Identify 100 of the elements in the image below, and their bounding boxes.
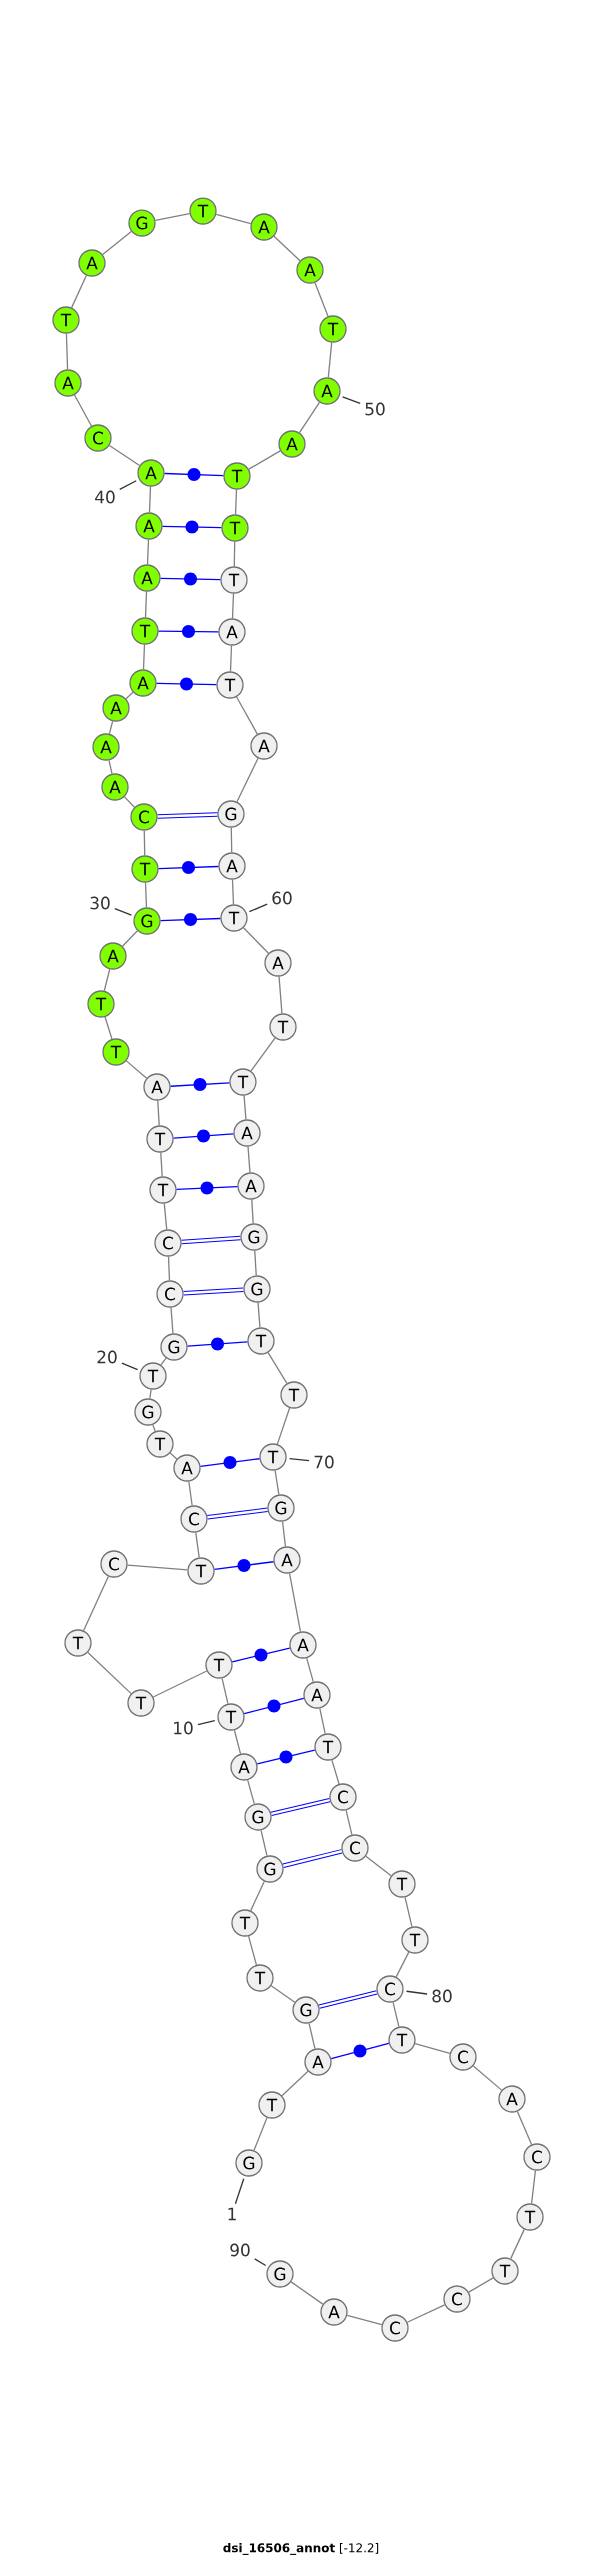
base-pair-line	[282, 1849, 343, 1868]
backbone-line	[260, 1829, 268, 1857]
backbone-line	[392, 2001, 400, 2028]
backbone-line	[83, 1575, 109, 1632]
backbone-line	[276, 1407, 291, 1445]
backbone-line	[231, 879, 235, 906]
leader-line	[197, 1720, 216, 1726]
backbone-line	[108, 720, 114, 735]
leader-line	[288, 1458, 310, 1462]
position-number: 10	[174, 1721, 193, 1735]
backbone-line	[103, 968, 111, 992]
backbone-line	[154, 213, 191, 222]
backbone-line	[73, 394, 93, 427]
base-pair-line	[164, 468, 224, 481]
backbone-line	[123, 796, 136, 808]
backbone-line	[257, 1301, 261, 1329]
backbone-line	[242, 927, 270, 954]
position-number: 40	[95, 490, 115, 504]
backbone-line	[331, 1759, 340, 1785]
backbone-line	[406, 2304, 446, 2323]
backbone-line	[288, 1572, 302, 1633]
position-number: 70	[314, 1455, 334, 1469]
backbone-line	[530, 2169, 537, 2205]
backbone-line	[250, 1880, 265, 1912]
backbone-line	[229, 645, 233, 673]
backbone-line	[298, 401, 321, 434]
backbone-line	[195, 1531, 200, 1559]
backbone-line	[108, 759, 113, 775]
position-number: 60	[272, 891, 292, 905]
backbone-line	[71, 274, 87, 309]
backbone-line	[306, 1657, 314, 1683]
backbone-line	[126, 1564, 189, 1571]
backbone-line	[248, 450, 281, 470]
leader-line	[121, 1362, 139, 1371]
backbone-line	[87, 1651, 132, 1695]
base-pair-line	[270, 1798, 331, 1817]
backbone-line	[152, 1670, 208, 1698]
backbone-line	[253, 2117, 268, 2151]
leader-line	[114, 908, 133, 916]
base-pair-line	[157, 812, 218, 819]
backbone-line	[327, 341, 333, 379]
backbone-line	[142, 644, 146, 671]
backbone-line	[144, 882, 148, 909]
backbone-line	[144, 591, 148, 619]
backbone-line	[233, 1729, 242, 1755]
backbone-line	[125, 1060, 148, 1079]
base-pair-line	[213, 1559, 275, 1572]
backbone-line	[247, 1146, 251, 1174]
base-pair-line	[156, 677, 217, 691]
base-pair-line	[160, 913, 221, 926]
backbone-line	[233, 541, 236, 568]
backbone-line	[254, 1250, 257, 1277]
base-pair-line	[158, 861, 219, 874]
backbone-line	[160, 1152, 163, 1178]
backbone-line	[308, 2022, 316, 2050]
leader-line	[254, 2258, 267, 2267]
leader-line	[341, 396, 361, 405]
backbone-line	[188, 1480, 193, 1507]
backbone-line	[121, 930, 139, 947]
backbone-line	[281, 2070, 309, 2097]
backbone-line	[102, 230, 132, 256]
backbone-line	[221, 1677, 229, 1705]
position-number: 1	[228, 2207, 236, 2221]
base-pair-line	[181, 1235, 241, 1245]
backbone-line	[281, 1520, 287, 1548]
backbone-line	[267, 1352, 288, 1384]
base-pair-line	[207, 1507, 268, 1520]
base-pair-line	[169, 1078, 230, 1091]
backbone-line	[273, 235, 301, 262]
backbone-line	[345, 1809, 353, 1836]
backbone-line	[152, 1424, 156, 1432]
caption: dsi_16506_annot [-12.2]	[223, 2543, 379, 2555]
backbone-line	[404, 1896, 413, 1928]
backbone-line	[215, 213, 252, 225]
backbone-line	[167, 1256, 171, 1282]
base-pair-line	[243, 1697, 305, 1715]
position-number: 50	[365, 402, 385, 416]
leader-line	[248, 903, 268, 913]
backbone-line	[170, 1307, 174, 1335]
backbone-line	[251, 1199, 254, 1225]
backbone-line	[236, 757, 259, 803]
base-pair-line	[172, 1129, 235, 1143]
backbone-line	[243, 1095, 247, 1121]
leader-line	[119, 480, 137, 490]
base-pair-line	[318, 1990, 378, 2009]
backbone-line	[231, 593, 235, 620]
backbone-line	[314, 282, 329, 317]
backbone-line	[250, 1037, 276, 1072]
position-number: 90	[230, 2243, 250, 2257]
backbone-line	[148, 486, 152, 514]
base-pair-line	[256, 1749, 316, 1765]
backbone-line	[365, 1855, 392, 1877]
backbone-line	[346, 2314, 383, 2326]
backbone-line	[319, 1707, 326, 1735]
backbone-line	[125, 691, 134, 700]
position-number: 30	[90, 896, 110, 910]
backbone-line	[472, 2065, 503, 2091]
backbone-line	[108, 444, 141, 467]
backbone-line	[169, 1452, 178, 1460]
base-pair-line	[186, 1337, 249, 1351]
